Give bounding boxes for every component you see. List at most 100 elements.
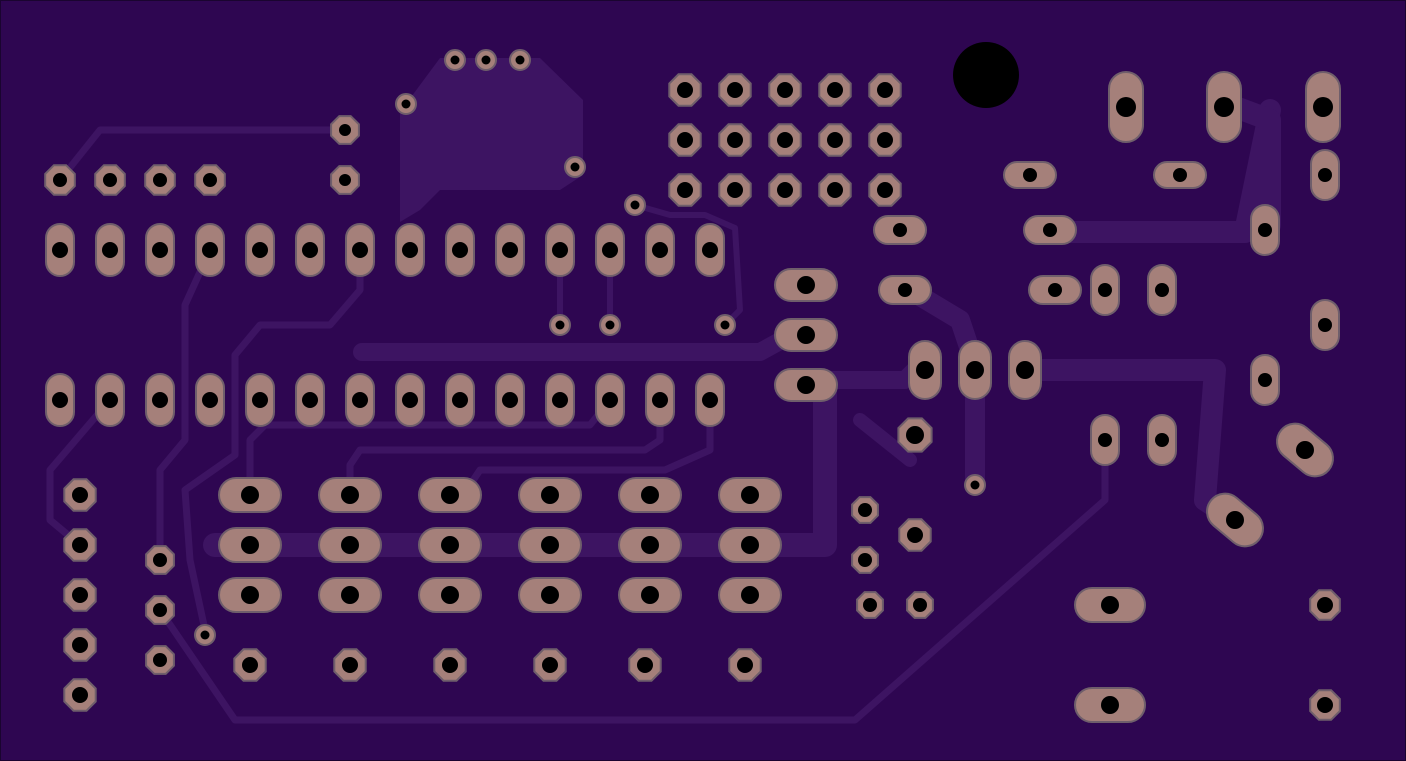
round-pad <box>818 123 852 157</box>
round-pad <box>818 173 852 207</box>
drill-hole <box>602 242 618 258</box>
drill-hole <box>677 182 693 198</box>
via <box>964 474 986 496</box>
drill-hole <box>913 598 927 612</box>
drill-hole <box>677 82 693 98</box>
drill-hole <box>252 392 268 408</box>
oblong-pad <box>1090 414 1120 466</box>
oblong-pad <box>645 223 675 277</box>
drill-hole <box>555 320 565 330</box>
drill-hole <box>72 637 88 653</box>
oblong-pad <box>1108 71 1144 143</box>
oblong-pad <box>618 527 682 563</box>
drill-hole <box>777 82 793 98</box>
oblong-pad <box>1250 204 1280 256</box>
drill-hole <box>906 426 924 444</box>
round-pad <box>44 164 76 196</box>
drill-hole <box>727 182 743 198</box>
round-pad <box>851 546 879 574</box>
drill-hole <box>441 486 459 504</box>
drill-hole <box>72 687 88 703</box>
round-pad <box>718 173 752 207</box>
via <box>475 49 497 71</box>
drill-hole <box>1016 361 1034 379</box>
drill-hole <box>1173 168 1187 182</box>
copper-pour-top <box>400 58 583 222</box>
oblong-pad <box>318 577 382 613</box>
oblong-pad <box>495 223 525 277</box>
via <box>194 624 216 646</box>
round-pad <box>718 73 752 107</box>
drill-hole <box>797 326 815 344</box>
drill-hole <box>858 553 872 567</box>
drill-hole <box>341 486 359 504</box>
oblong-pad <box>145 373 175 427</box>
oblong-pad <box>195 373 225 427</box>
drill-hole <box>737 657 753 673</box>
drill-hole <box>1317 597 1333 613</box>
drill-hole <box>53 173 67 187</box>
round-pad <box>868 73 902 107</box>
drill-hole <box>153 173 167 187</box>
round-pad <box>63 478 97 512</box>
oblong-pad <box>1074 587 1146 623</box>
drill-hole <box>641 586 659 604</box>
round-pad <box>433 648 467 682</box>
oblong-pad <box>958 340 992 400</box>
via <box>444 49 466 71</box>
oblong-pad <box>878 275 932 305</box>
drill-hole <box>966 361 984 379</box>
drill-hole <box>641 536 659 554</box>
oblong-pad <box>695 223 725 277</box>
drill-hole <box>1214 97 1234 117</box>
drill-hole <box>302 392 318 408</box>
round-pad <box>233 648 267 682</box>
drill-hole <box>877 132 893 148</box>
round-pad <box>194 164 226 196</box>
component-pads <box>44 49 1341 723</box>
drill-hole <box>441 586 459 604</box>
drill-hole <box>202 392 218 408</box>
oblong-pad <box>218 527 282 563</box>
round-pad <box>768 173 802 207</box>
oblong-pad <box>1074 687 1146 723</box>
drill-hole <box>570 162 580 172</box>
oblong-pad <box>695 373 725 427</box>
oblong-pad <box>545 223 575 277</box>
drill-hole <box>741 536 759 554</box>
round-pad <box>628 648 662 682</box>
via <box>564 156 586 178</box>
oblong-pad <box>318 477 382 513</box>
drill-hole <box>652 392 668 408</box>
oblong-pad <box>774 268 838 302</box>
oblong-pad <box>1310 299 1340 351</box>
drill-hole <box>302 242 318 258</box>
drill-hole <box>52 392 68 408</box>
drill-hole <box>200 630 210 640</box>
drill-hole <box>702 242 718 258</box>
oblong-pad <box>718 477 782 513</box>
round-pad <box>1309 589 1341 621</box>
drill-hole <box>541 486 559 504</box>
oblong-pad <box>1206 492 1264 548</box>
drill-hole <box>72 587 88 603</box>
via <box>549 314 571 336</box>
oblong-pad <box>518 477 582 513</box>
drill-hole <box>102 242 118 258</box>
drill-hole <box>1155 433 1169 447</box>
oblong-pad <box>1276 422 1334 478</box>
via <box>624 194 646 216</box>
round-pad <box>144 164 176 196</box>
drill-hole <box>552 242 568 258</box>
oblong-pad <box>1250 354 1280 406</box>
round-pad <box>333 648 367 682</box>
drill-hole <box>677 132 693 148</box>
round-pad <box>145 595 175 625</box>
drill-hole <box>153 553 167 567</box>
round-pad <box>1309 689 1341 721</box>
drill-hole <box>827 82 843 98</box>
drill-hole <box>241 586 259 604</box>
oblong-pad <box>1153 161 1207 189</box>
oblong-pad <box>218 577 282 613</box>
drill-hole <box>827 132 843 148</box>
